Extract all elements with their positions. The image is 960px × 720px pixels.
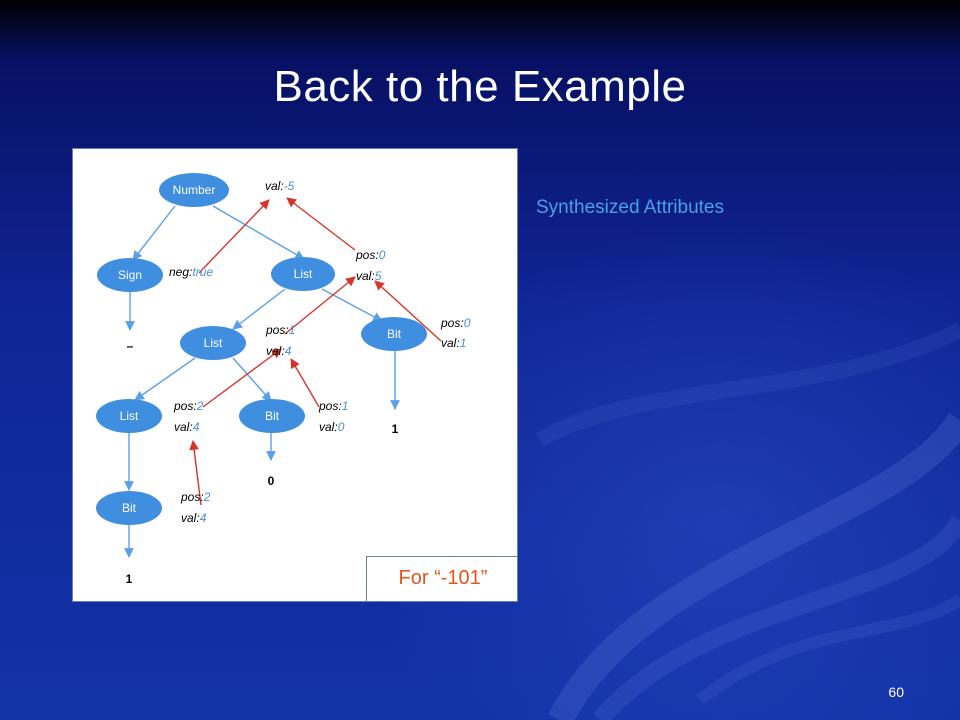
leaf-zero: 0 <box>268 474 275 488</box>
synthesized-attributes-label: Synthesized Attributes <box>536 197 724 218</box>
edge-list-mid-bit-mid <box>232 357 272 402</box>
node-bit-low[interactable]: Bit <box>96 491 162 525</box>
node-bit-mid-label: Bit <box>265 409 280 423</box>
page-number: 60 <box>888 684 904 700</box>
edge-list-top-list-mid <box>232 288 286 330</box>
node-number[interactable]: Number <box>159 173 229 207</box>
edge-number-list-top <box>212 205 305 260</box>
parse-tree-diagram: Number Sign List List Bit List Bit Bit <box>96 173 471 586</box>
attr-list-top-pos: pos:0 <box>355 248 386 262</box>
attr-number-val: val:-5 <box>265 179 295 193</box>
attr-list-mid-pos: pos:1 <box>265 323 295 337</box>
leaf-one-right: 1 <box>392 422 399 436</box>
node-list-top-label: List <box>294 267 313 281</box>
node-list-low[interactable]: List <box>96 399 162 433</box>
node-list-low-label: List <box>120 409 139 423</box>
attr-bit-mid-val: val:0 <box>319 420 345 434</box>
attr-bit-right-pos: pos:0 <box>440 316 471 330</box>
attr-list-low-val: val:4 <box>174 420 200 434</box>
arrow-neg-to-number-val <box>198 199 270 274</box>
node-bit-low-label: Bit <box>122 501 137 515</box>
attr-list-low-pos: pos:2 <box>173 399 204 413</box>
leaf-minus: – <box>127 339 134 353</box>
node-bit-right-label: Bit <box>387 327 402 341</box>
arrow-bit-right-to-list-top <box>374 280 442 342</box>
attr-list-mid-val: val:4 <box>266 344 292 358</box>
arrow-bit-low-to-list-low <box>189 440 202 506</box>
node-number-label: Number <box>173 183 216 197</box>
arrow-list-top-to-number-val <box>286 197 356 251</box>
node-list-mid[interactable]: List <box>180 326 246 360</box>
example-input-legend-text: For “-101” <box>398 567 488 589</box>
node-list-top[interactable]: List <box>271 257 335 291</box>
node-sign-label: Sign <box>118 268 142 282</box>
parse-tree-panel: Number Sign List List Bit List Bit Bit <box>72 148 518 602</box>
example-input-legend: For “-101” <box>366 556 518 602</box>
node-sign[interactable]: Sign <box>97 258 163 292</box>
node-bit-right[interactable]: Bit <box>361 317 427 351</box>
node-bit-mid[interactable]: Bit <box>239 399 305 433</box>
node-list-mid-label: List <box>204 336 223 350</box>
arrow-list-low-to-list-mid <box>202 348 282 408</box>
leaf-one-low: 1 <box>126 572 133 586</box>
slide-title: Back to the Example <box>273 62 687 111</box>
edge-list-top-bit-right <box>321 288 383 322</box>
attr-sign-neg: neg:true <box>169 265 213 279</box>
arrow-bit-mid-to-list-mid <box>290 358 320 408</box>
edge-list-mid-list-low <box>134 357 196 401</box>
attr-bit-low-val: val:4 <box>181 511 207 525</box>
arrow-list-mid-to-list-top <box>284 276 356 335</box>
edge-number-sign <box>132 205 176 261</box>
attr-bit-right-val: val:1 <box>441 336 466 350</box>
attr-bit-mid-pos: pos:1 <box>318 399 348 413</box>
attr-bit-low-pos: pos:2 <box>180 490 211 504</box>
attr-list-top-val: val:5 <box>356 269 382 283</box>
